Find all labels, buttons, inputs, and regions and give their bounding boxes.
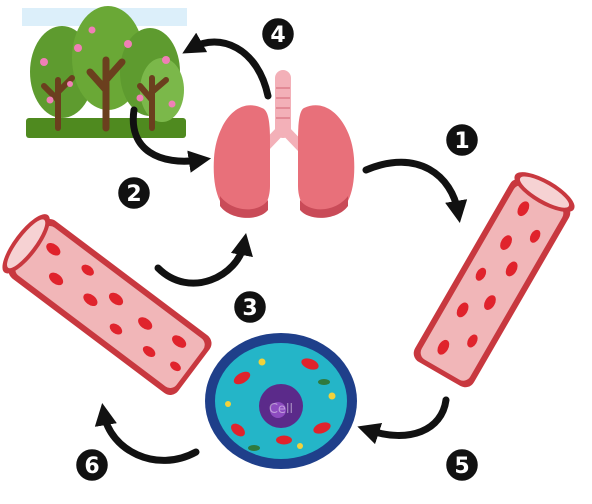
step-badge-5: 5: [443, 446, 481, 484]
trees-illustration: [22, 6, 187, 138]
lungs-illustration: [213, 70, 355, 218]
arrow-cell-to-left-vessel: [94, 402, 200, 464]
step-badge-3: 3: [231, 288, 269, 326]
cell-label: Cell: [269, 402, 293, 417]
right-blood-vessel: [413, 172, 575, 388]
step-badge-1: 1: [443, 121, 481, 159]
cycle-arrows: [94, 32, 468, 464]
step-number-4: 4: [270, 23, 285, 48]
arrow-right-vessel-to-cell: [357, 396, 450, 445]
arrow-lungs-to-right-vessel: [362, 158, 468, 224]
step-number-2: 2: [126, 182, 141, 207]
step-number-1: 1: [454, 129, 469, 154]
arrow-left-vessel-to-lungs: [154, 232, 253, 287]
step-badge-2: 2: [115, 174, 153, 212]
arrow-lungs-to-trees: [182, 32, 272, 100]
step-number-6: 6: [84, 454, 99, 479]
left-blood-vessel: [2, 214, 212, 395]
step-badge-6: 6: [73, 446, 111, 484]
step-number-5: 5: [454, 454, 469, 479]
step-badge-4: 4: [259, 15, 297, 53]
step-number-3: 3: [242, 296, 257, 321]
cell-illustration: Cell: [205, 333, 357, 469]
arrow-trees-to-lungs: [129, 106, 212, 173]
